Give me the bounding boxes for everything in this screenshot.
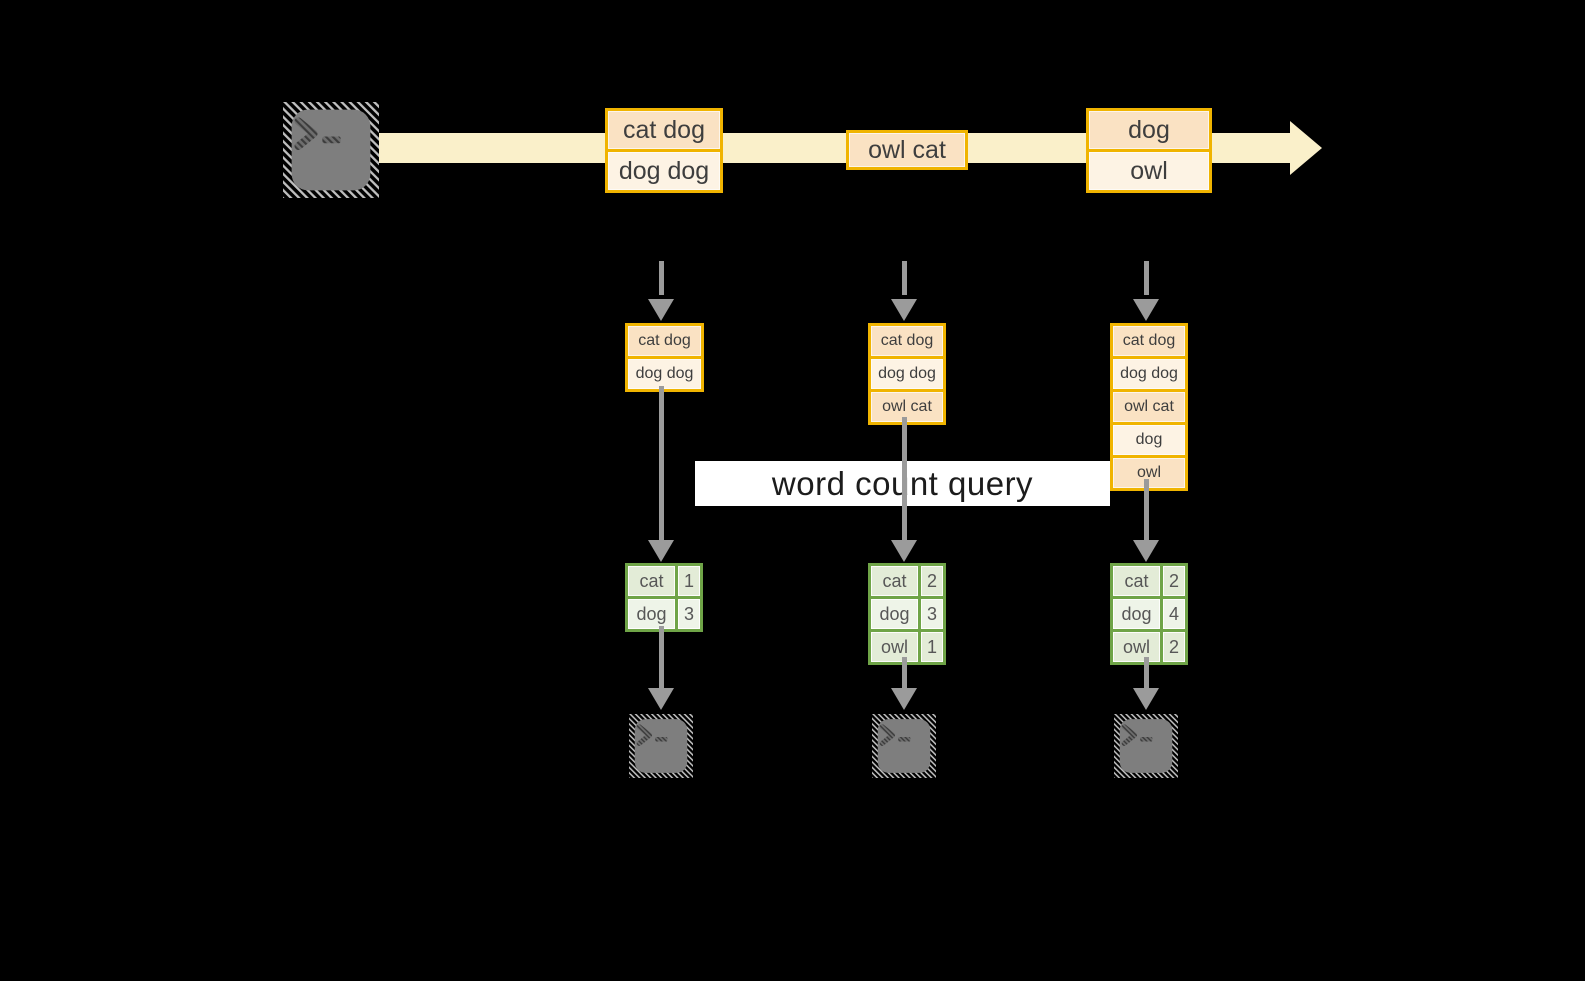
counts-to-terminal-arrow-line [659, 626, 664, 690]
count-value: 2 [921, 566, 943, 596]
event-line: dog dog [608, 152, 720, 190]
count-table-1: cat 1 dog 3 [625, 563, 703, 632]
buffer-to-counts-arrow-line [659, 386, 664, 542]
buffer-to-counts-arrow-line [1144, 479, 1149, 542]
stream-to-buffer-arrowhead-icon [891, 299, 917, 321]
buffer-snapshot-2: cat dog dog dog owl cat [868, 323, 946, 425]
stream-event-box-1: cat dog dog dog [605, 108, 723, 193]
buffer-line: owl [1113, 458, 1185, 488]
count-value: 1 [678, 566, 700, 596]
count-value: 1 [921, 632, 943, 662]
stream-to-buffer-arrowhead-icon [648, 299, 674, 321]
counts-to-terminal-arrowhead-icon [1133, 688, 1159, 710]
count-value: 3 [678, 599, 700, 629]
counts-to-terminal-arrowhead-icon [891, 688, 917, 710]
count-value: 2 [1163, 632, 1185, 662]
buffer-line: dog [1113, 425, 1185, 455]
buffer-line: owl cat [871, 392, 943, 422]
count-value: 3 [921, 599, 943, 629]
counts-to-terminal-arrow-line [902, 657, 907, 690]
buffer-to-counts-arrowhead-icon [1133, 540, 1159, 562]
count-word: cat [628, 566, 675, 596]
stream-event-box-2: owl cat [846, 130, 968, 170]
count-value: 4 [1163, 599, 1185, 629]
count-word: cat [1113, 566, 1160, 596]
stream-to-buffer-arrow-dash [1144, 261, 1149, 295]
sink-terminal-icon [1114, 712, 1178, 785]
buffer-to-counts-arrowhead-icon [891, 540, 917, 562]
sink-terminal-icon [872, 712, 936, 785]
buffer-line: cat dog [871, 326, 943, 356]
stream-event-box-3: dog owl [1086, 108, 1212, 193]
source-terminal-icon [282, 102, 380, 203]
buffer-to-counts-arrowhead-icon [648, 540, 674, 562]
stream-to-buffer-arrow-dash [902, 261, 907, 295]
event-line: dog [1089, 111, 1209, 149]
buffer-line: cat dog [1113, 326, 1185, 356]
event-line: cat dog [608, 111, 720, 149]
count-table-3: cat 2 dog 4 owl 2 [1110, 563, 1188, 665]
count-value: 2 [1163, 566, 1185, 596]
counts-to-terminal-arrowhead-icon [648, 688, 674, 710]
buffer-line: dog dog [628, 359, 701, 389]
buffer-line: owl cat [1113, 392, 1185, 422]
buffer-line: dog dog [1113, 359, 1185, 389]
buffer-line: cat dog [628, 326, 701, 356]
count-word: dog [871, 599, 918, 629]
count-word: cat [871, 566, 918, 596]
count-table-2: cat 2 dog 3 owl 1 [868, 563, 946, 665]
counts-to-terminal-arrow-line [1144, 657, 1149, 690]
buffer-to-counts-arrow-line [902, 417, 907, 542]
event-line: owl [1089, 152, 1209, 190]
sink-terminal-icon [629, 712, 693, 785]
buffer-snapshot-3: cat dog dog dog owl cat dog owl [1110, 323, 1188, 491]
buffer-line: dog dog [871, 359, 943, 389]
stream-to-buffer-arrowhead-icon [1133, 299, 1159, 321]
count-word: owl [871, 632, 918, 662]
count-word: dog [1113, 599, 1160, 629]
count-word: dog [628, 599, 675, 629]
count-word: owl [1113, 632, 1160, 662]
buffer-snapshot-1: cat dog dog dog [625, 323, 704, 392]
stream-to-buffer-arrow-dash [659, 261, 664, 295]
stream-arrowhead-icon [1290, 121, 1322, 175]
event-line: owl cat [849, 133, 965, 167]
